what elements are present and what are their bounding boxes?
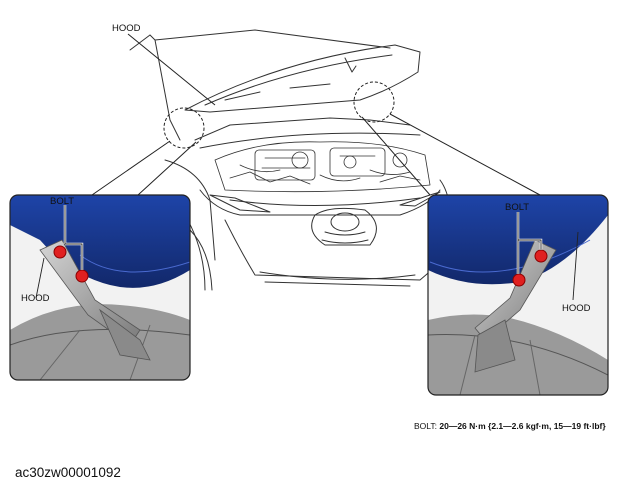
torque-spec-name: BOLT: <box>414 421 437 431</box>
car-illustration <box>129 29 456 291</box>
bolt-right-label: BOLT <box>505 202 529 213</box>
hood-left-label: HOOD <box>21 293 50 304</box>
bolt-left-label: BOLT <box>50 196 74 207</box>
hood-panel-left <box>10 195 190 288</box>
bolt-right-1 <box>534 249 548 263</box>
detail-callouts <box>91 33 541 196</box>
left-detail-panel <box>9 194 191 381</box>
hood-right-label: HOOD <box>562 303 591 314</box>
bolt-left-2 <box>75 269 89 283</box>
hinge-arm-left <box>39 239 141 346</box>
torque-spec: BOLT: 20—26 N·m {2.1—2.6 kgf·m, 15—19 ft… <box>414 421 606 431</box>
hood-main-label: HOOD <box>112 23 141 34</box>
torque-spec-value: 20—26 N·m {2.1—2.6 kgf·m, 15—19 ft·lbf} <box>439 421 606 431</box>
figure-id: ac30zw00001092 <box>15 465 121 480</box>
right-detail-panel <box>427 194 609 396</box>
bolt-right-2 <box>512 273 526 287</box>
bolt-left-1 <box>53 245 67 259</box>
